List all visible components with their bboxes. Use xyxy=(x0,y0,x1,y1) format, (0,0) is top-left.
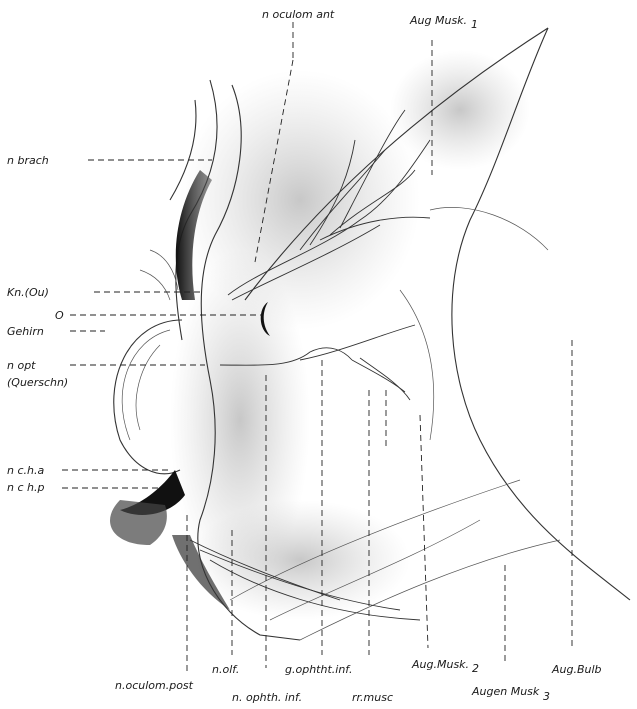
label-n-oculom-ant: n oculom ant xyxy=(262,8,335,21)
label-n-c-h-p: n c h.p xyxy=(7,481,44,494)
label-rr-musc: rr.musc xyxy=(352,691,393,704)
label-aug-musk-2: Aug.Musk. xyxy=(411,658,469,671)
label-aug-bulb: Aug.Bulb xyxy=(551,663,602,676)
label-augen-musk-3: Augen Musk xyxy=(471,685,540,698)
label-gehirn: Gehirn xyxy=(7,325,44,338)
label-querschn: (Querschn) xyxy=(7,376,68,389)
label-n-c-h-a: n c.h.a xyxy=(7,464,44,477)
label-aug-musk-1-sub: 1 xyxy=(471,18,478,31)
label-n-ophth-inf: n. ophth. inf. xyxy=(232,691,302,704)
label-n-oculom-post: n.oculom.post xyxy=(115,679,194,692)
label-augen-musk-3-sub: 3 xyxy=(543,690,550,703)
label-kn-ou: Kn.(Ou) xyxy=(7,286,49,299)
label-aug-musk-1: Aug Musk. xyxy=(409,14,467,27)
shading-regions xyxy=(170,50,530,620)
label-g-ophtht-inf: g.ophtht.inf. xyxy=(285,663,352,676)
label-n-olf: n.olf. xyxy=(212,663,239,676)
label-o: O xyxy=(55,309,64,322)
label-n-opt: n opt xyxy=(7,359,36,372)
label-n-brach: n brach xyxy=(7,154,49,167)
label-aug-musk-2-sub: 2 xyxy=(472,662,479,675)
